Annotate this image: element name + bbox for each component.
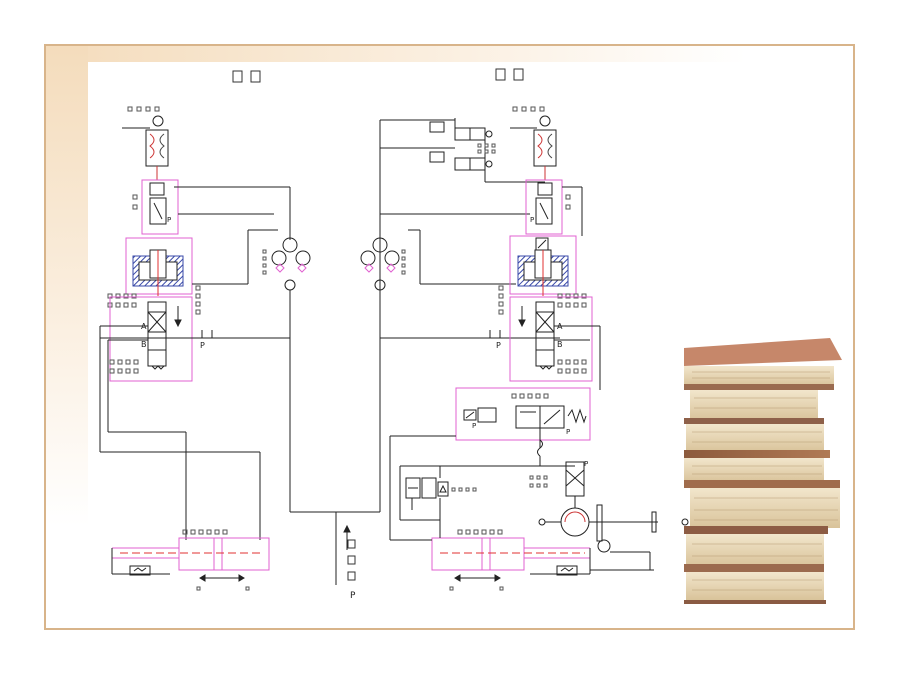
pressure-supply-label: P [350,591,356,601]
svg-text:P: P [167,216,171,224]
right-circuit: P A B P [360,106,689,591]
right-heading [495,68,524,81]
svg-text:P: P [200,341,205,350]
svg-text:P: P [530,216,534,224]
svg-text:P: P [566,428,570,436]
svg-text:P: P [496,341,501,350]
svg-text:B: B [141,340,147,349]
books-decoration [684,338,842,604]
left-circuit: P A B P [99,106,336,591]
svg-text:P: P [584,460,588,468]
left-heading [232,70,261,83]
frame-left-glow [46,46,88,526]
left-valve-caption [127,106,160,112]
svg-text:P: P [472,422,476,430]
left-shuttle-caption [262,249,267,275]
svg-text:B: B [557,340,563,349]
frame-top-glow [46,46,746,62]
center-supply [335,120,381,585]
